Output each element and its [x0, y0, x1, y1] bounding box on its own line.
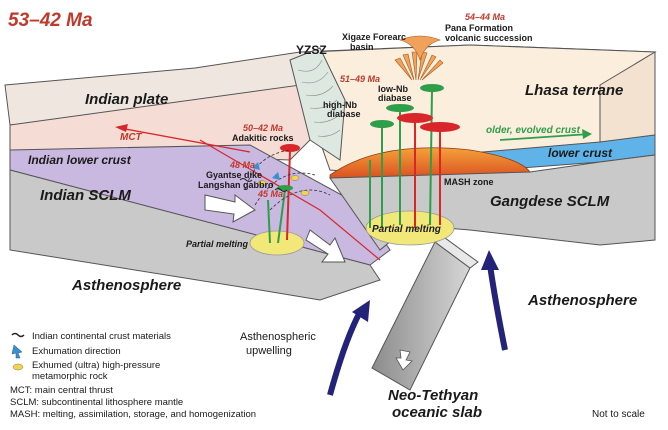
label-gyantse: Gyantse dike — [206, 170, 262, 180]
label-gangdese-sclm: Gangdese SCLM — [490, 193, 610, 210]
red-feeders — [286, 120, 441, 241]
upwelling-arrow-right — [487, 264, 508, 351]
label-mash-zone: MASH zone — [444, 177, 494, 187]
label-asthenosphere-right: Asthenosphere — [527, 292, 637, 309]
label-older-crust: older, evolved crust — [486, 125, 581, 136]
label-asthenosphere-left: Asthenosphere — [71, 277, 181, 294]
label-high-nb-2: diabase — [327, 109, 361, 119]
exhumation-arrow-icon — [11, 344, 23, 359]
partial-melting-right-zone — [365, 210, 455, 246]
label-pana-1: Pana Formation — [445, 23, 513, 33]
intrusion-heads — [277, 84, 460, 191]
legend-item-exhumation: Exhumation direction — [32, 346, 121, 357]
upwelling-arrowhead-left — [352, 300, 370, 322]
label-age-48: 48 Ma — [229, 160, 255, 170]
label-indian-plate: Indian plate — [85, 91, 168, 108]
diagram-title: 53–42 Ma — [8, 10, 93, 31]
label-partial-melting-right: Partial melting — [372, 224, 441, 235]
label-xigaze-2: basin — [350, 42, 374, 52]
crust-materials-icon — [11, 332, 25, 338]
indian-plate-body — [9, 84, 311, 161]
neo-tethyan-slab — [371, 241, 471, 391]
label-partial-melting-left: Partial melting — [186, 239, 249, 249]
upwelling-arrowhead-right — [481, 250, 499, 270]
pana-volcanic-fan — [394, 35, 444, 81]
label-langshan: Langshan gabbro — [198, 180, 274, 190]
label-upwelling-1: Asthenospheric — [240, 331, 316, 343]
label-low-nb-1: low-Nb — [378, 84, 408, 94]
abbr-mash: MASH: melting, assimilation, storage, an… — [10, 409, 256, 420]
label-neo-tethyan-2: oceanic slab — [392, 404, 482, 421]
indian-sclm-layer — [9, 169, 381, 301]
forearc-wedge — [289, 47, 346, 161]
mct-arrowhead — [115, 124, 128, 132]
label-age-45: 45 Ma — [257, 189, 283, 199]
slab-arrow — [395, 349, 413, 371]
label-high-nb-1: high-Nb — [323, 100, 357, 110]
upwelling-arrow-left — [327, 310, 363, 396]
label-indian-lower-crust: Indian lower crust — [28, 153, 132, 167]
subduction-interface — [199, 139, 381, 261]
label-upwelling-2: upwelling — [246, 345, 292, 357]
label-indian-sclm: Indian SCLM — [40, 187, 131, 204]
subduction-white-arrow-1 — [204, 194, 256, 223]
label-pana-age: 54–44 Ma — [465, 12, 505, 22]
label-age-51-49: 51–49 Ma — [340, 74, 380, 84]
older-crust-arrowhead — [582, 129, 592, 139]
legend-item-metamorphic-2: metamorphic rock — [32, 371, 108, 382]
label-lower-crust: lower crust — [548, 146, 613, 160]
label-not-to-scale: Not to scale — [592, 409, 645, 420]
mct-arrow — [119, 127, 251, 153]
label-pana-2: volcanic succession — [445, 33, 533, 43]
legend-item-metamorphic-1: Exhumed (ultra) high-pressure — [32, 360, 160, 371]
legend-item-crust: Indian continental crust materials — [32, 331, 171, 342]
exhumation-markers — [239, 162, 310, 196]
label-low-nb-2: diabase — [378, 93, 412, 103]
forearc-hatching — [297, 59, 341, 137]
label-xigaze-1: Xigaze Forearc — [342, 32, 406, 42]
abbr-mct: MCT: main central thrust — [10, 385, 113, 396]
partial-melting-left-zone — [249, 230, 305, 256]
label-age-50-42: 50–42 Ma — [243, 123, 283, 133]
label-neo-tethyan-1: Neo-Tethyan — [388, 387, 478, 404]
label-yzsz: YZSZ — [296, 43, 327, 57]
label-lhasa-terrane: Lhasa terrane — [525, 82, 623, 99]
abbr-sclm: SCLM: subcontinental lithosphere mantle — [10, 397, 183, 408]
legend: Indian continental crust materials Exhum… — [10, 331, 256, 420]
exhumation-paths — [244, 149, 331, 211]
label-adakitic: Adakitic rocks — [232, 133, 294, 143]
metamorphic-rock-icon — [12, 363, 24, 371]
subduction-white-arrow-2 — [305, 229, 346, 263]
older-crust-arrow — [499, 133, 591, 141]
label-mct: MCT — [120, 132, 143, 143]
